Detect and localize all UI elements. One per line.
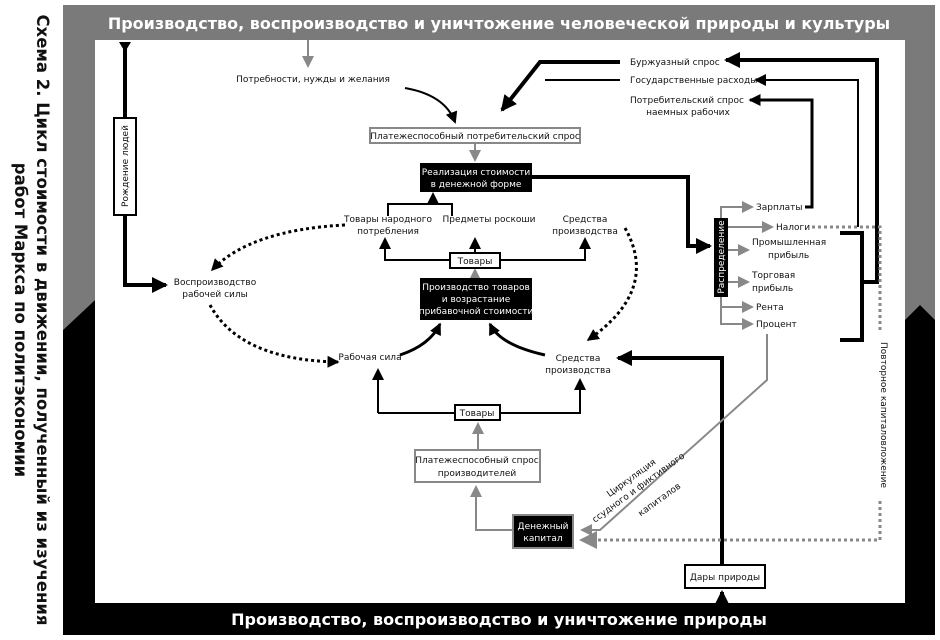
money-capital-label-1: Денежный [518, 522, 569, 532]
means-top-label-1: Средства [563, 215, 608, 225]
production-label-2: и возрастание [442, 295, 511, 305]
means-top-label-2: производства [552, 227, 618, 237]
labor-power-label: Рабочая сила [338, 353, 401, 363]
means-bottom-label-1: Средства [556, 354, 601, 364]
realization-box [420, 163, 532, 192]
realization-label-2: в денежной форме [431, 180, 522, 190]
effective-consumer-demand-box [369, 127, 581, 144]
worker-demand-label-1: Потребительский спрос [630, 96, 744, 106]
goods-bottom-box [454, 404, 501, 421]
effective-consumer-demand-label: Платежеспособный потребительский спрос [370, 132, 580, 142]
goods-top-box [449, 252, 501, 269]
birth-label: Рождение людей [121, 125, 131, 207]
consumer-goods-label-2: потребления [357, 227, 419, 237]
interest-label: Процент [756, 320, 797, 330]
needs-label: Потребности, нужды и желания [236, 75, 390, 85]
distribution-label: Распределение [717, 220, 727, 294]
production-label-1: Производство товаров [422, 283, 530, 293]
bottom-band-title: Производство, воспроизводство и уничтоже… [231, 610, 767, 629]
gifts-of-nature-label: Дары природы [690, 573, 760, 583]
trade-profit-label-2: прибыль [752, 284, 793, 294]
industrial-profit-label-1: Промышленная [752, 238, 826, 248]
production-label-3: прибавочной стоимости [419, 307, 534, 317]
distribution-box [714, 218, 728, 297]
money-capital-label-2: капитал [523, 534, 562, 544]
production-box [420, 278, 532, 320]
realization-label-1: Реализация стоимости [422, 168, 531, 178]
producer-demand-label-2: производителей [438, 469, 517, 479]
labor-reproduction-label-2: рабочей силы [182, 290, 248, 300]
luxury-label: Предметы роскоши [443, 215, 536, 225]
industrial-profit-label-2: прибыль [768, 251, 809, 261]
labor-reproduction-label-1: Воспроизводство [174, 278, 257, 288]
goods-bottom-label: Товары [459, 409, 495, 419]
rent-label: Рента [756, 303, 784, 313]
producer-demand-box [414, 449, 541, 483]
top-band-title: Производство, воспроизводство и уничтоже… [108, 14, 890, 33]
reinvestment-label: Повторное капиталовложение [878, 342, 888, 488]
taxes-label: Налоги [776, 223, 810, 233]
consumer-goods-label-1: Товары народного [343, 215, 432, 225]
bourgeois-demand-label: Буржуазный спрос [630, 58, 720, 68]
money-capital-box [512, 514, 574, 549]
producer-demand-label-1: Платежеспособный спрос [415, 456, 539, 466]
state-spending-label: Государственные расходы [630, 76, 757, 86]
means-bottom-label-2: производства [545, 366, 611, 376]
gifts-of-nature-box [684, 564, 766, 589]
worker-demand-label-2: наемных рабочих [646, 108, 730, 118]
birth-box [113, 117, 137, 216]
trade-profit-label-1: Торговая [751, 271, 795, 281]
wages-label: Зарплаты [756, 203, 803, 213]
goods-top-label: Товары [457, 257, 493, 267]
